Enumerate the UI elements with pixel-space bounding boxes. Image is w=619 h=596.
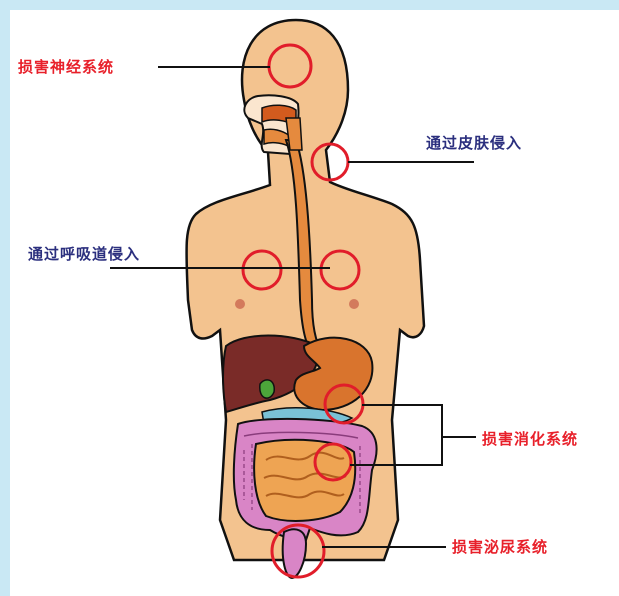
label-respiratory-entry: 通过呼吸道侵入 <box>28 243 140 264</box>
label-urinary-system: 损害泌尿系统 <box>452 536 548 557</box>
label-nervous-system: 损害神经系统 <box>18 56 114 77</box>
small-intestine <box>254 440 355 521</box>
bladder <box>283 529 306 578</box>
label-skin-entry: 通过皮肤侵入 <box>426 132 522 153</box>
label-digestive-system: 损害消化系统 <box>482 428 578 449</box>
gallbladder <box>260 380 274 398</box>
